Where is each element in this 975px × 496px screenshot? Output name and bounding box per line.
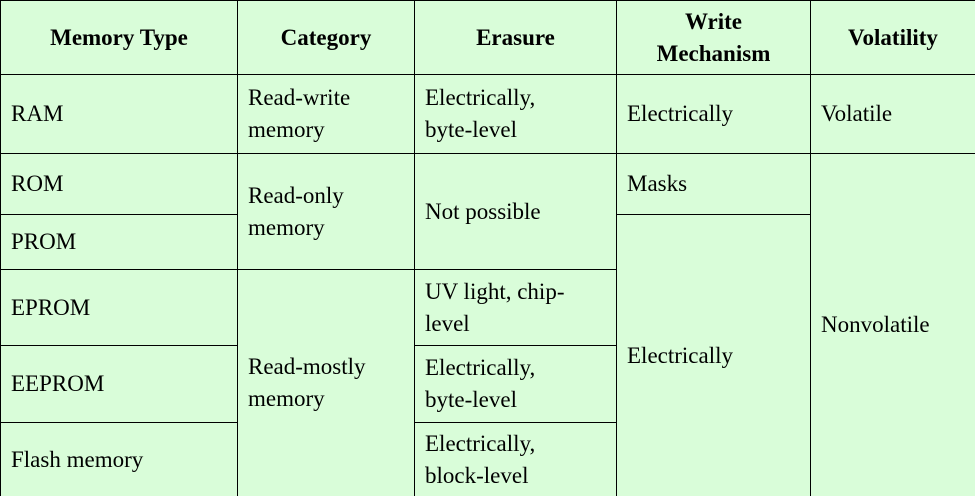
cell-memory-type: EPROM [0,269,238,346]
cell-erasure: Electrically, byte-level [414,345,617,423]
cell-memory-type: PROM [0,214,238,270]
table-row: PROM Electrically [0,214,975,496]
cell-erasure: Electrically, block-level [414,422,617,496]
header-volatility: Volatility [810,0,975,75]
header-row: Memory Type Category Erasure Write Mecha… [0,0,975,75]
header-erasure: Erasure [414,0,617,75]
table-row: EEPROM Electrically, byte-level [0,345,975,423]
table-row: ROM Read-only memory Not possible Masks … [0,153,975,496]
cell-memory-type: EEPROM [0,345,238,423]
cell-category: Read-write memory [237,74,415,154]
header-category: Category [237,0,415,75]
cell-memory-type: Flash memory [0,422,238,496]
cell-category: Read-mostly memory [237,269,415,496]
cell-memory-type: RAM [0,74,238,154]
cell-erasure: Electrically, byte-level [414,74,617,154]
cell-write-mechanism: Masks [616,153,811,215]
cell-memory-type: ROM [0,153,238,215]
cell-erasure: UV light, chip- level [414,269,617,346]
cell-volatility: Nonvolatile [810,153,975,496]
table-row: RAM Read-write memory Electrically, byte… [0,74,975,154]
header-write-mechanism: Write Mechanism [616,0,811,75]
header-memory-type: Memory Type [0,0,238,75]
table-row: Flash memory Electrically, block-level [0,422,975,496]
cell-category: Read-only memory [237,153,415,270]
cell-erasure: Not possible [414,153,617,270]
cell-write-mechanism: Electrically [616,74,811,154]
cell-volatility: Volatile [810,74,975,154]
cell-write-mechanism: Electrically [616,214,811,496]
